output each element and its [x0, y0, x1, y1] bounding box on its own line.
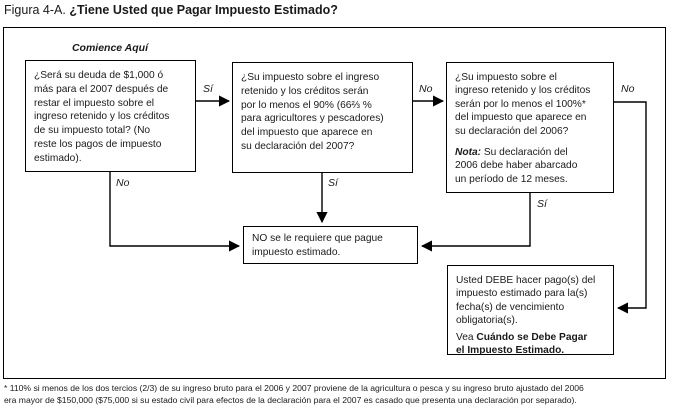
figure-number: Figura 4-A.: [4, 3, 66, 17]
footnote: * 110% si menos de los dos tercios (2/3)…: [4, 383, 584, 405]
decision-box-100-percent-text: ¿Su impuesto sobre el ingreso retenido y…: [455, 72, 591, 137]
label-no-q3: No: [621, 83, 635, 95]
label-yes-q2: Sí: [328, 177, 338, 189]
decision-box-100-percent: ¿Su impuesto sobre el ingreso retenido y…: [446, 62, 614, 193]
see-reference-title: Cuándo se Debe Pagar el Impuesto Estimad…: [456, 331, 588, 357]
decision-box-debt-1000: ¿Será su deuda de $1,000 ó más para el 2…: [25, 60, 196, 172]
label-yes-q1: Sí: [203, 83, 213, 95]
note-label: Nota:: [455, 147, 482, 159]
result-box-must-pay: Usted DEBE hacer pago(s) del impuesto es…: [447, 265, 614, 358]
decision-box-note: Nota: Su declaración del 2006 debe haber…: [455, 146, 607, 186]
result-box-not-required: NO se le requiere que pague impuesto est…: [243, 226, 418, 264]
figure-title: Figura 4-A. ¿Tiene Usted que Pagar Impue…: [4, 3, 338, 17]
see-word: Vea: [456, 331, 477, 343]
label-yes-q3: Sí: [537, 198, 547, 210]
decision-box-debt-text: ¿Será su deuda de $1,000 ó más para el 2…: [34, 70, 170, 164]
start-here-label: Comience Aquí: [71, 42, 149, 54]
label-no-q1: No: [116, 177, 130, 189]
result-not-required-text: NO se le requiere que pague impuesto est…: [252, 233, 383, 258]
decision-box-90-percent: ¿Su impuesto sobre el ingreso retenido y…: [232, 62, 413, 173]
flowchart-border: [3, 27, 666, 379]
label-no-q2: No: [419, 83, 433, 95]
note-text: Su declaración del 2006 debe haber abarc…: [455, 147, 578, 185]
result-must-pay-text: Usted DEBE hacer pago(s) del impuesto es…: [456, 275, 596, 327]
decision-box-90-percent-text: ¿Su impuesto sobre el ingreso retenido y…: [241, 72, 384, 152]
figure-title-text: ¿Tiene Usted que Pagar Impuesto Estimado…: [65, 3, 338, 17]
result-must-pay-reference: Vea Cuándo se Debe Pagar el Impuesto Est…: [456, 331, 607, 358]
